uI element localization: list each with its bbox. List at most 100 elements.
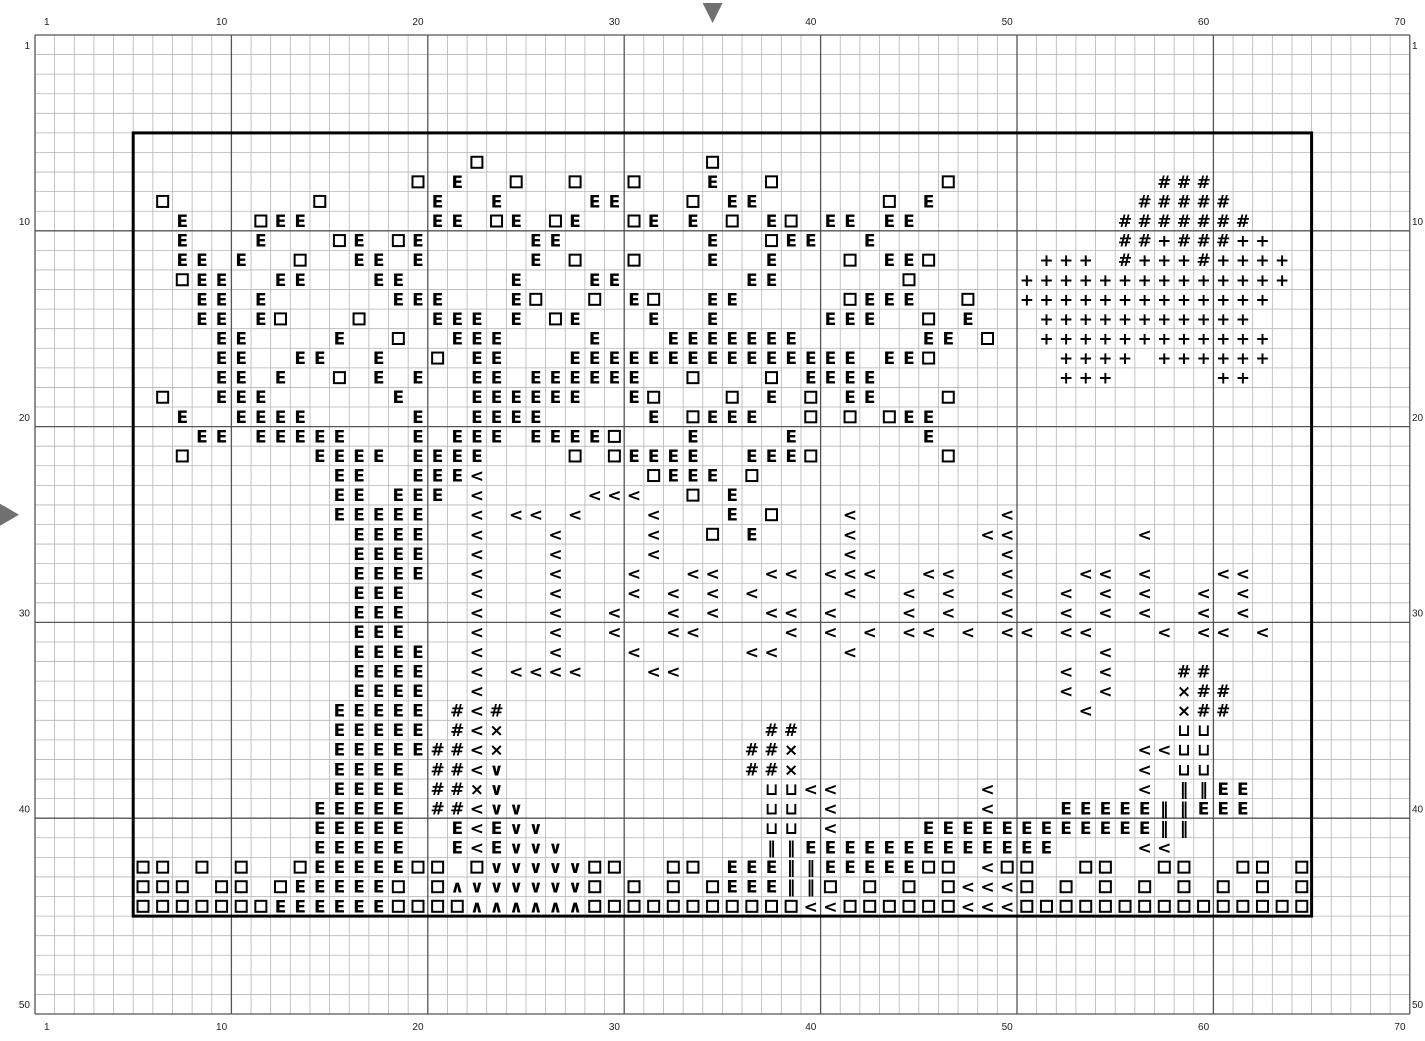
e-mark-cell: E (373, 878, 385, 898)
e-mark-cell: E (687, 447, 699, 467)
plus-mark-cell: + (1216, 329, 1230, 349)
e-mark-cell: E (294, 878, 306, 898)
e-mark-cell: E (275, 408, 287, 428)
e-mark-cell: E (746, 192, 758, 212)
less-than-mark-cell: < (1059, 662, 1073, 682)
plus-mark-cell: + (1138, 251, 1152, 271)
e-mark-cell: E (491, 349, 503, 369)
e-mark-cell: E (766, 388, 778, 408)
e-mark-cell: E (235, 329, 247, 349)
e-mark-cell: E (766, 329, 778, 349)
e-mark-cell: E (334, 897, 346, 917)
less-than-mark-cell: < (843, 525, 857, 545)
e-mark-cell: E (648, 212, 660, 232)
e-mark-cell: E (334, 741, 346, 761)
e-mark-cell: E (353, 525, 365, 545)
less-than-mark-cell: < (1216, 564, 1230, 584)
e-mark-cell: E (255, 310, 267, 330)
cup-mark-cell: ⊔ (1197, 721, 1211, 741)
plus-mark-cell: + (1255, 290, 1269, 310)
e-mark-cell: E (255, 232, 267, 252)
plus-mark-cell: + (1079, 329, 1093, 349)
plus-mark-cell: + (1177, 349, 1191, 369)
e-mark-cell: E (785, 232, 797, 252)
hash-mark-cell: # (1196, 251, 1210, 271)
e-mark-cell: E (903, 212, 915, 232)
e-mark-cell: E (373, 839, 385, 859)
e-mark-cell: E (412, 486, 424, 506)
e-mark-cell: E (825, 310, 837, 330)
e-mark-cell: E (726, 349, 738, 369)
e-mark-cell: E (726, 192, 738, 212)
plus-mark-cell: + (1216, 310, 1230, 330)
e-mark-cell: E (334, 486, 346, 506)
less-than-mark-cell: < (1196, 604, 1210, 624)
hash-mark-cell: # (450, 741, 464, 761)
less-than-mark-cell: < (843, 643, 857, 663)
plus-mark-cell: + (1039, 251, 1053, 271)
e-mark-cell: E (609, 369, 621, 389)
e-mark-cell: E (766, 878, 778, 898)
less-than-mark-cell: < (902, 604, 916, 624)
plus-mark-cell: + (1118, 271, 1132, 291)
e-mark-cell: E (432, 447, 444, 467)
e-mark-cell: E (353, 447, 365, 467)
vee-mark-cell: ∨ (529, 839, 543, 859)
e-mark-cell: E (530, 251, 542, 271)
e-mark-cell: E (353, 662, 365, 682)
e-mark-cell: E (510, 271, 522, 291)
plus-mark-cell: + (1255, 271, 1269, 291)
less-than-mark-cell: < (470, 643, 484, 663)
double-bar-mark-cell: ‖ (787, 878, 796, 898)
e-mark-cell: E (942, 839, 954, 859)
less-than-mark-cell: < (1098, 643, 1112, 663)
e-mark-cell: E (255, 408, 267, 428)
cup-mark-cell: ⊔ (1177, 760, 1191, 780)
e-mark-cell: E (884, 858, 896, 878)
plus-mark-cell: + (1177, 290, 1191, 310)
e-mark-cell: E (393, 388, 405, 408)
e-mark-cell: E (373, 525, 385, 545)
e-mark-cell: E (491, 192, 503, 212)
e-mark-cell: E (1198, 799, 1210, 819)
less-than-mark-cell: < (705, 584, 719, 604)
e-mark-cell: E (903, 251, 915, 271)
e-mark-cell: E (314, 799, 326, 819)
less-than-mark-cell: < (1000, 878, 1014, 898)
less-than-mark-cell: < (607, 623, 621, 643)
e-mark-cell: E (864, 290, 876, 310)
e-mark-cell: E (451, 173, 463, 193)
e-mark-cell: E (1139, 819, 1151, 839)
e-mark-cell: E (1060, 819, 1072, 839)
plus-mark-cell: + (1177, 271, 1191, 291)
e-mark-cell: E (844, 858, 856, 878)
plus-mark-cell: + (1059, 369, 1073, 389)
double-bar-mark-cell: ‖ (787, 839, 796, 859)
e-mark-cell: E (393, 799, 405, 819)
e-mark-cell: E (569, 369, 581, 389)
e-mark-cell: E (491, 369, 503, 389)
plus-mark-cell: + (1020, 290, 1034, 310)
e-mark-cell: E (844, 388, 856, 408)
e-mark-cell: E (353, 623, 365, 643)
e-mark-cell: E (903, 290, 915, 310)
x-tick-label-bottom: 1 (44, 1022, 50, 1033)
less-than-mark-cell: < (843, 584, 857, 604)
plus-mark-cell: + (1079, 310, 1093, 330)
x-tick-label-bottom: 50 (1002, 1022, 1014, 1033)
e-mark-cell: E (373, 741, 385, 761)
less-than-mark-cell: < (941, 564, 955, 584)
e-mark-cell: E (589, 329, 601, 349)
less-than-mark-cell: < (1059, 623, 1073, 643)
e-mark-cell: E (373, 702, 385, 722)
e-mark-cell: E (353, 741, 365, 761)
less-than-mark-cell: < (627, 564, 641, 584)
e-mark-cell: E (766, 212, 778, 232)
e-mark-cell: E (393, 506, 405, 526)
e-mark-cell: E (353, 584, 365, 604)
e-mark-cell: E (687, 329, 699, 349)
less-than-mark-cell: < (823, 897, 837, 917)
e-mark-cell: E (510, 212, 522, 232)
vee-mark-cell: ∨ (490, 878, 504, 898)
e-mark-cell: E (628, 388, 640, 408)
